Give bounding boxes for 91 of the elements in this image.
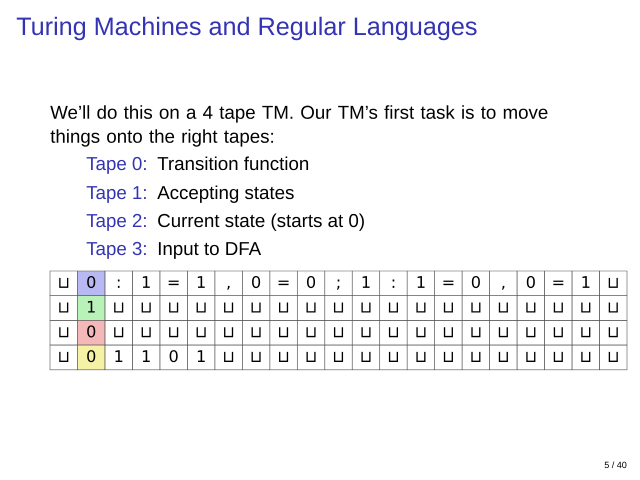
tape-cell: ⊔ (242, 320, 270, 346)
tape-cell: ⊔ (406, 320, 435, 346)
tape-cell: : (379, 270, 408, 296)
tape-cell: 1 (572, 270, 600, 296)
highlighted-cell: 0 (77, 270, 106, 296)
tape-cell: = (544, 270, 572, 296)
tape-cell: 1 (104, 344, 133, 370)
tape-cell: ⊔ (352, 295, 380, 321)
tape-cell: ⊔ (379, 295, 408, 321)
tape-cell: ⊔ (352, 320, 380, 346)
tape-cell: ⊔ (462, 344, 490, 370)
tape-cell: ⊔ (187, 320, 216, 346)
tape-cell: ⊔ (324, 295, 353, 321)
tape-cell: , (214, 270, 243, 296)
tape-cell: ⊔ (132, 320, 160, 346)
tape-cell: ⊔ (434, 344, 462, 370)
tape-cell: ⊔ (572, 344, 600, 370)
tape-cell: 0 (297, 270, 326, 296)
tape-cell: ⊔ (599, 320, 628, 346)
list-text: Accepting states (157, 185, 294, 203)
tape-cell: ⊔ (489, 320, 518, 346)
tape-cell: ⊔ (516, 344, 545, 370)
tape-cell: 0 (516, 270, 545, 296)
list-text: Input to DFA (158, 242, 262, 259)
tape-cell: : (104, 270, 133, 296)
paragraph: We’ll do this on a 4 tape TM. Our TM’s first task is to move things onto the right tapes: (50, 105, 548, 147)
page-number: 5 / 40 (604, 461, 626, 468)
tape-cell: ⊔ (297, 344, 326, 370)
tape-cell: 0 (462, 270, 490, 296)
tape-cell: ⊔ (599, 270, 628, 296)
tape-cell: ⊔ (462, 295, 490, 321)
tape-cell: 1 (406, 270, 435, 296)
tape-cell: ⊔ (324, 344, 353, 370)
tape-cell: ⊔ (544, 344, 572, 370)
tape-cell: ⊔ (489, 295, 518, 321)
tape-cell: ; (324, 270, 353, 296)
highlighted-cell: 0 (77, 344, 106, 370)
tape-cell: , (489, 270, 518, 296)
tape-cell: ⊔ (297, 295, 326, 321)
tape-cell: 0 (242, 270, 270, 296)
tape-cell: ⊔ (572, 320, 600, 346)
tape-cell: ⊔ (406, 295, 435, 321)
list-label: Tape 1: (86, 186, 146, 203)
tape-cell: ⊔ (599, 295, 628, 321)
tape-cell: ⊔ (104, 320, 133, 346)
tape-cell: ⊔ (270, 295, 298, 321)
highlighted-cell: 0 (77, 320, 106, 346)
tape-cell: ⊔ (242, 295, 270, 321)
list-text: Current state (starts at 0) (158, 213, 364, 231)
tape-cell: 0 (160, 344, 188, 370)
tape-cell: ⊔ (599, 344, 628, 370)
tape-cell: ⊔ (434, 320, 462, 346)
slide-title: Turing Machines and Regular Languages (16, 16, 477, 40)
tape-cell: ⊔ (489, 344, 518, 370)
tape-cell: ⊔ (187, 295, 216, 321)
tape-cell: ⊔ (516, 320, 545, 346)
tape-cell: ⊔ (104, 295, 133, 321)
tape-cell: ⊔ (214, 320, 243, 346)
tape-cell: ⊔ (270, 320, 298, 346)
tape-cell: ⊔ (160, 295, 188, 321)
tape-cell: ⊔ (297, 320, 326, 346)
tape-cell: ⊔ (352, 344, 380, 370)
tape-cell: ⊔ (160, 320, 188, 346)
tape-cell: = (160, 270, 188, 296)
tape-cell: ⊔ (324, 320, 353, 346)
tape-cell: 1 (352, 270, 380, 296)
tape-cell: 1 (187, 270, 216, 296)
list-label: Tape 2: (86, 214, 146, 231)
tape-cell: ⊔ (462, 320, 490, 346)
highlighted-cell: 1 (77, 295, 106, 321)
tape-cell: 1 (132, 270, 160, 296)
tape-cell: ⊔ (379, 320, 408, 346)
tape-cell: = (434, 270, 462, 296)
tape-cell: 1 (132, 344, 160, 370)
tape-cell: ⊔ (379, 344, 408, 370)
list-text: Transition function (158, 156, 308, 170)
tape-cell: ⊔ (434, 295, 462, 321)
tape-cell: ⊔ (214, 344, 243, 370)
tape-cell: ⊔ (132, 295, 160, 321)
list-label: Tape 0: (86, 156, 146, 174)
tape-cell: 1 (187, 344, 216, 370)
tape-cell: ⊔ (270, 344, 298, 370)
tape-cell: ⊔ (406, 344, 435, 370)
tape-cell: ⊔ (544, 320, 572, 346)
tape-cell: ⊔ (516, 295, 545, 321)
tape-cell: ⊔ (572, 295, 600, 321)
list-label: Tape 3: (86, 242, 146, 259)
tape-cell: ⊔ (544, 295, 572, 321)
tape-cell: ⊔ (242, 344, 270, 370)
tape-cell: ⊔ (214, 295, 243, 321)
tape-cell: = (270, 270, 298, 296)
